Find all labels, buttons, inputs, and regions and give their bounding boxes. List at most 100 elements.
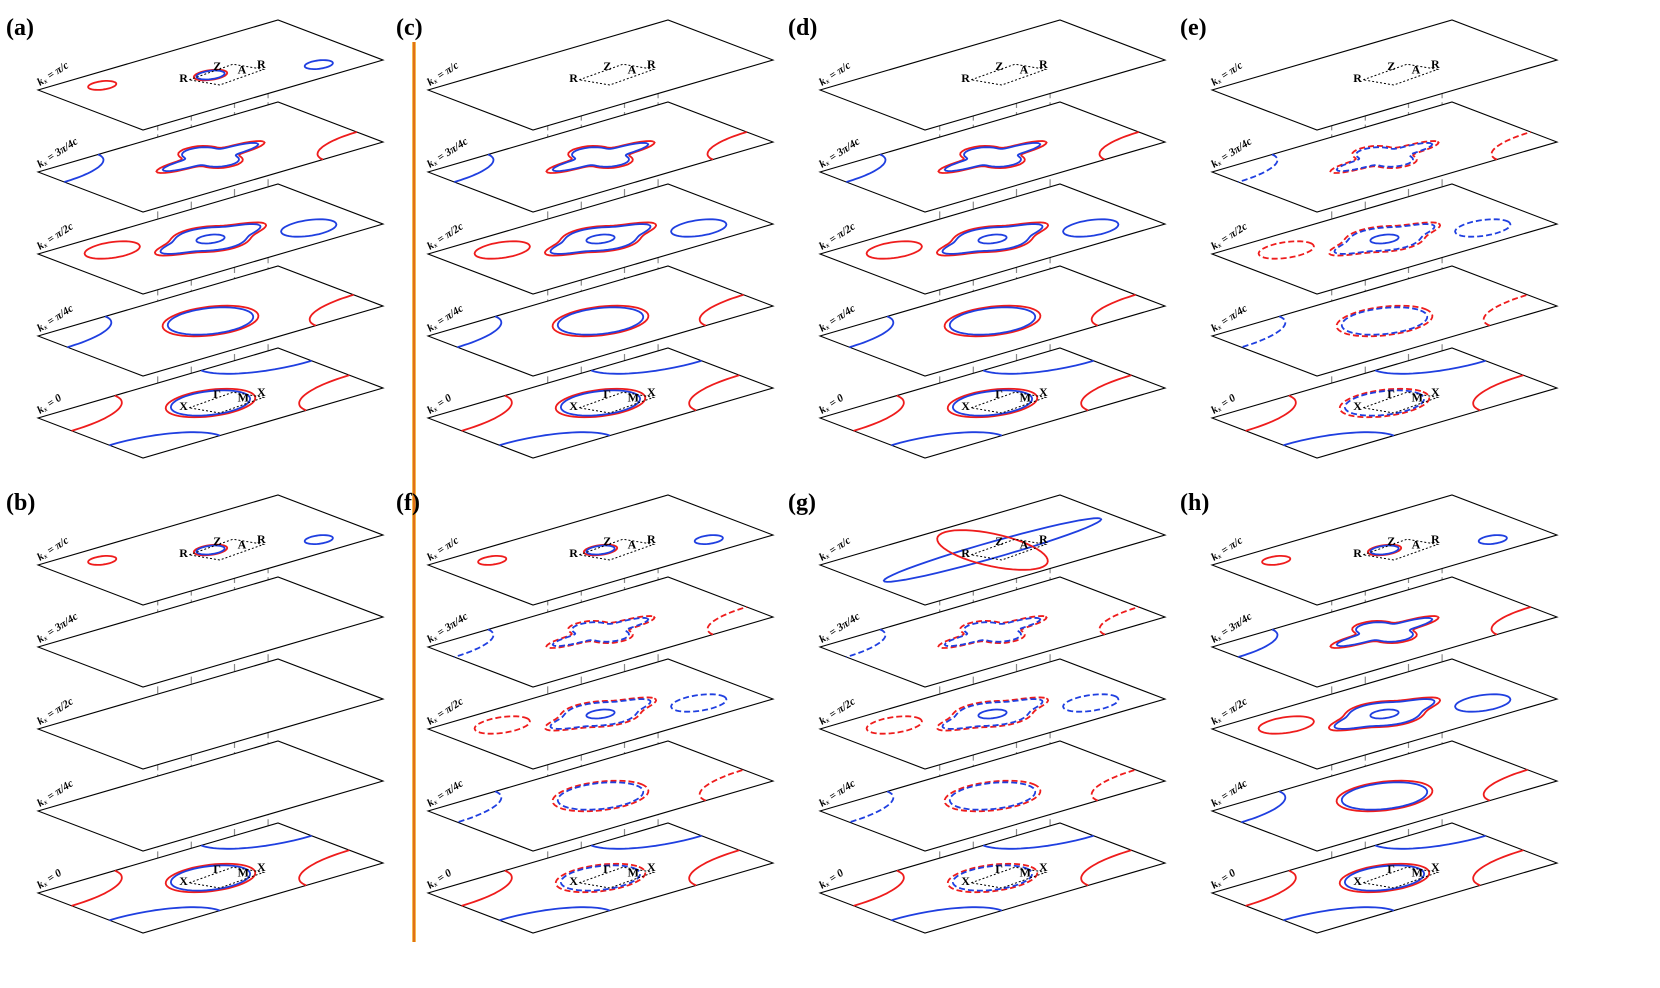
fermi-contour — [499, 431, 611, 447]
bz-plane — [1210, 101, 1559, 213]
fermi-contour — [200, 834, 312, 850]
fermi-contour — [109, 906, 221, 922]
fermi-contour — [554, 387, 647, 419]
fermi-contour — [941, 698, 1044, 730]
point-label-center: Γ — [1387, 387, 1395, 401]
fermi-contour — [935, 696, 1050, 732]
point-label-left: R — [961, 546, 970, 560]
fermi-contour — [1257, 240, 1315, 260]
bz-plane — [1210, 740, 1559, 852]
kz-layer: kₓ = 3π/4c — [35, 101, 385, 213]
point-label-right: X — [257, 860, 266, 874]
fermi-contour — [1245, 394, 1297, 432]
fermi-contour — [71, 869, 123, 907]
fermi-contour — [585, 544, 616, 556]
fermi-contour — [169, 864, 252, 892]
point-label-center: Z — [603, 59, 611, 73]
point-label-bottom: A — [628, 537, 637, 551]
fermi-contour — [946, 862, 1039, 894]
point-label-bottom: M — [238, 865, 249, 879]
fermi-contour — [1472, 374, 1524, 412]
point-label-center: Z — [1387, 534, 1395, 548]
fermi-contour — [454, 153, 495, 183]
fermi-contour — [473, 240, 531, 260]
irreducible-zone — [969, 391, 1048, 414]
irreducible-zone — [969, 866, 1048, 889]
fermi-contour — [499, 906, 611, 922]
fermi-contour — [1333, 223, 1436, 255]
fermi-contour — [688, 849, 740, 887]
fermi-contour — [943, 616, 1042, 648]
kz-layer: kₓ = 3π/4c — [1209, 101, 1559, 213]
fermi-contour — [159, 223, 262, 255]
point-label-right: R — [1039, 532, 1048, 546]
kz-layer: kₓ = π/4c — [35, 265, 385, 377]
kz-layer: kₓ = 3π/4c — [425, 576, 775, 688]
fermi-contour — [473, 715, 531, 735]
fermi-contour — [461, 394, 513, 432]
bz-plane — [818, 822, 1167, 934]
point-label-right: X — [647, 385, 656, 399]
point-label-center: Z — [995, 59, 1003, 73]
kz-layer: kₓ = π/2c — [817, 183, 1167, 295]
point-label-bottom: M — [1412, 390, 1423, 404]
fermi-contour — [853, 869, 905, 907]
point-label-left: X — [1353, 874, 1362, 888]
bz-plane — [426, 740, 775, 852]
panel-label: (b) — [6, 490, 35, 516]
fermi-contour — [1238, 153, 1279, 183]
irreducible-zone — [1361, 63, 1440, 86]
bz-plane — [36, 101, 385, 213]
irreducible-zone — [577, 391, 656, 414]
kz-layer: kₓ = π/4c — [817, 740, 1167, 852]
fermi-contour — [943, 779, 1042, 813]
point-label-right: X — [1431, 860, 1440, 874]
bz-plane — [818, 265, 1167, 377]
point-label-center: Γ — [603, 862, 611, 876]
fermi-contour — [1241, 790, 1287, 824]
fermi-contour — [948, 781, 1037, 811]
fermi-contour — [87, 555, 118, 566]
kz-layer: kₓ = π/2c — [35, 658, 385, 770]
fermi-contour — [943, 304, 1042, 338]
fermi-contour — [1369, 544, 1400, 556]
fermi-contour — [1327, 221, 1442, 257]
fermi-contour — [1374, 359, 1486, 375]
point-label-center: Z — [213, 59, 221, 73]
kz-layer: kₓ = π/2c — [425, 658, 775, 770]
fermi-contour — [457, 790, 503, 824]
fermi-contour — [865, 715, 923, 735]
fermi-contour — [457, 315, 503, 349]
point-label-right: R — [1431, 532, 1440, 546]
bz-plane — [1210, 822, 1559, 934]
point-label-left: R — [569, 71, 578, 85]
fermi-contour — [109, 431, 221, 447]
bz-plane — [36, 265, 385, 377]
irreducible-zone — [187, 538, 266, 561]
fermi-contour — [556, 306, 645, 336]
fermi-contour — [1374, 834, 1486, 850]
kz-layer: kₓ = π/4c — [425, 740, 775, 852]
bz-plane — [818, 347, 1167, 459]
fermi-contour — [977, 233, 1008, 245]
bz-plane — [818, 740, 1167, 852]
point-label-right: R — [1039, 57, 1048, 71]
fermi-contour — [1338, 862, 1431, 894]
fermi-contour — [943, 141, 1042, 173]
fermi-contour — [308, 293, 354, 327]
kz-layer: kₓ = π/2c — [1209, 183, 1559, 295]
fermi-contour — [1335, 304, 1434, 338]
fermi-contour — [1329, 140, 1440, 174]
fermi-contour — [1338, 387, 1431, 419]
fermi-contour — [1333, 698, 1436, 730]
fermi-contour — [1472, 849, 1524, 887]
kz-layer: kₓ = 3π/4c — [425, 101, 775, 213]
fermi-contour — [1080, 374, 1132, 412]
irreducible-zone — [1361, 866, 1440, 889]
